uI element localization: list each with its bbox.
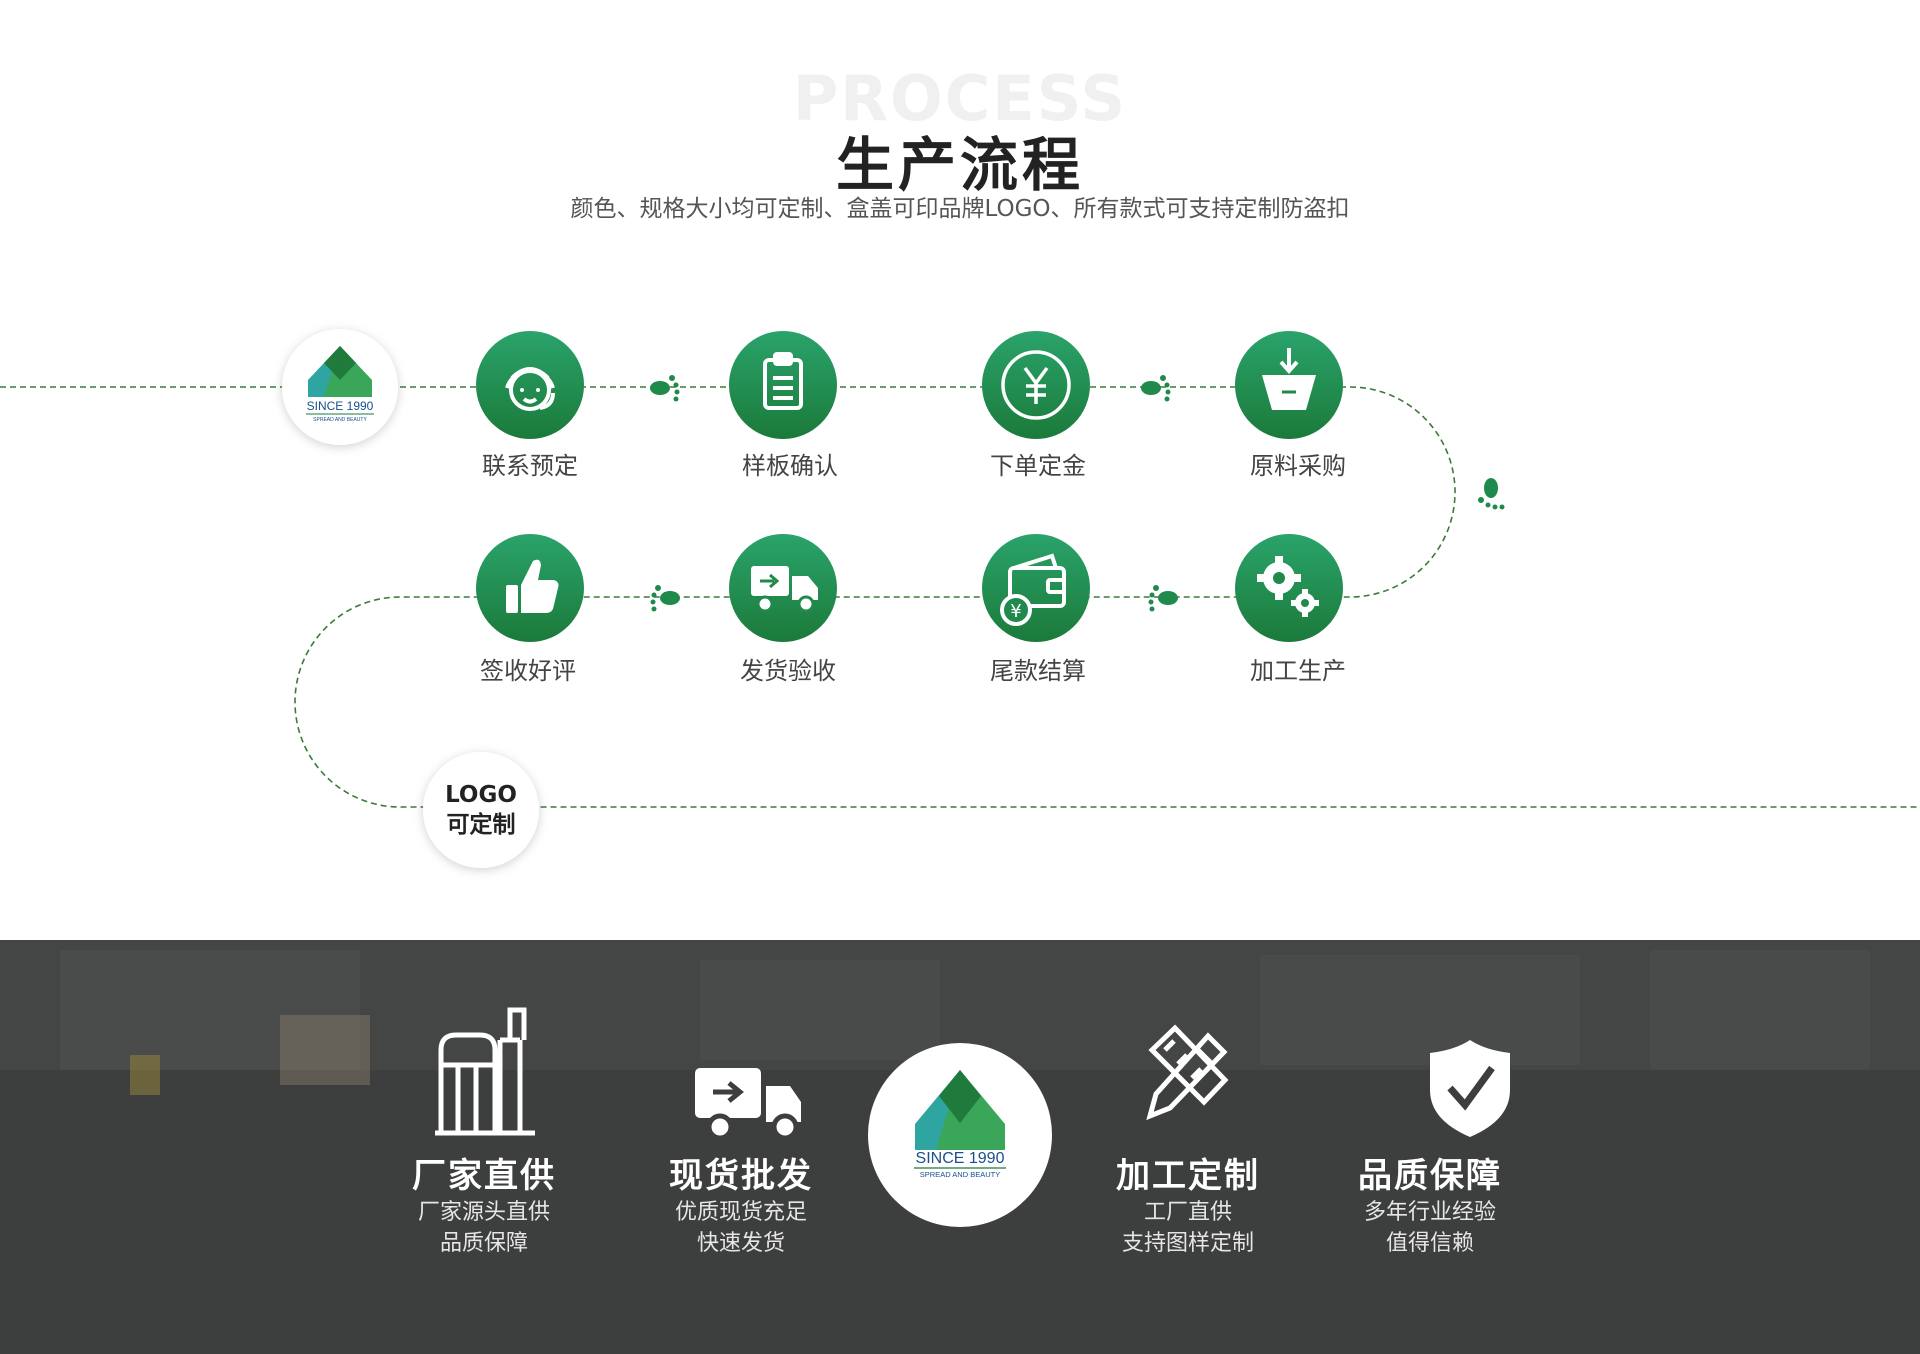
feature-4: 品质保障 多年行业经验 值得信赖 xyxy=(1320,1148,1540,1259)
logo-badge-text: LOGO 可定制 xyxy=(431,780,531,840)
brand-since-text: SINCE 1990 xyxy=(916,1150,1005,1167)
shield-check-icon xyxy=(1430,1040,1510,1137)
feature-title: 品质保障 xyxy=(1358,1156,1502,1196)
step-circle-2 xyxy=(729,331,837,439)
step-label-4: 原料采购 xyxy=(1250,452,1346,480)
delivery-truck-icon xyxy=(695,1068,801,1141)
svg-text:¥: ¥ xyxy=(1010,601,1021,622)
feature-title: 厂家直供 xyxy=(412,1156,556,1196)
footprint-icon xyxy=(1148,585,1178,612)
feature-line: 多年行业经验 xyxy=(1363,1200,1496,1225)
brand-since-text: SINCE 1990 xyxy=(307,399,374,413)
step-label-2: 样板确认 xyxy=(742,452,838,480)
customer-service-icon xyxy=(505,367,555,411)
feature-band-graphics: SINCE 1990 SPREAD AND BEAUTY xyxy=(0,940,1920,1354)
step-circle-5 xyxy=(1235,534,1343,642)
brand-tagline-text: SPREAD AND BEAUTY xyxy=(313,417,367,423)
gears-icon xyxy=(1257,556,1319,617)
footprint-icon xyxy=(1478,478,1505,510)
step-label-6: 尾款结算 xyxy=(990,657,1086,685)
feature-band: SINCE 1990 SPREAD AND BEAUTY 厂家直供 厂家源头直供… xyxy=(0,940,1920,1354)
feature-2: 现货批发 优质现货充足 快速发货 xyxy=(631,1148,851,1259)
delivery-truck-icon xyxy=(751,566,818,613)
step-label-8: 签收好评 xyxy=(480,657,576,685)
logo-badge-line2: 可定制 xyxy=(446,812,516,838)
feature-3: 加工定制 工厂直供 支持图样定制 xyxy=(1078,1148,1298,1259)
background-word: PROCESS xyxy=(792,62,1128,135)
step-circle-1 xyxy=(476,331,584,439)
footprint-icon xyxy=(650,375,680,402)
feature-line: 值得信赖 xyxy=(1385,1231,1474,1256)
feature-line: 厂家源头直供 xyxy=(417,1200,550,1225)
basket-icon xyxy=(1262,348,1316,410)
step-circle-4 xyxy=(1235,331,1343,439)
thumbs-up-icon xyxy=(506,559,559,613)
page-title: 生产流程 xyxy=(835,131,1084,199)
clipboard-icon xyxy=(763,352,803,410)
step-circle-7 xyxy=(729,534,837,642)
process-flow: SINCE 1990 SPREAD AND BEAUTY xyxy=(0,329,1920,868)
feature-line: 品质保障 xyxy=(439,1231,528,1256)
wallet-icon: ¥ xyxy=(1000,553,1066,626)
step-circle-6: ¥ xyxy=(982,534,1090,642)
logo-badge-line1: LOGO xyxy=(445,782,517,808)
footprint-icon xyxy=(650,585,680,612)
feature-title: 加工定制 xyxy=(1116,1156,1260,1196)
brand-logo-circle: SINCE 1990 SPREAD AND BEAUTY xyxy=(282,329,398,445)
feature-line: 支持图样定制 xyxy=(1121,1231,1254,1256)
step-circle-8 xyxy=(476,534,584,642)
logo-badge-circle xyxy=(423,752,539,868)
factory-icon xyxy=(435,1007,535,1136)
feature-title: 现货批发 xyxy=(669,1156,813,1196)
pencil-ruler-icon xyxy=(1146,1024,1229,1121)
feature-line: 工厂直供 xyxy=(1143,1200,1232,1225)
step-label-3: 下单定金 xyxy=(990,452,1086,480)
footprint-icon xyxy=(1141,375,1171,402)
yen-coin-icon xyxy=(1001,350,1071,420)
feature-line: 快速发货 xyxy=(696,1231,785,1256)
dashed-route xyxy=(0,386,1920,808)
brand-tagline-text: SPREAD AND BEAUTY xyxy=(920,1170,1000,1179)
feature-1: 厂家直供 厂家源头直供 品质保障 xyxy=(374,1148,594,1259)
feature-line: 优质现货充足 xyxy=(674,1200,807,1225)
step-label-1: 联系预定 xyxy=(482,452,578,480)
step-label-5: 加工生产 xyxy=(1250,657,1346,685)
step-circle-3 xyxy=(982,331,1090,439)
page-subtitle: 颜色、规格大小均可定制、盒盖可印品牌LOGO、所有款式可支持定制防盗扣 xyxy=(570,196,1350,222)
step-label-7: 发货验收 xyxy=(740,657,836,685)
brand-logo-circle: SINCE 1990 SPREAD AND BEAUTY xyxy=(868,1043,1052,1227)
